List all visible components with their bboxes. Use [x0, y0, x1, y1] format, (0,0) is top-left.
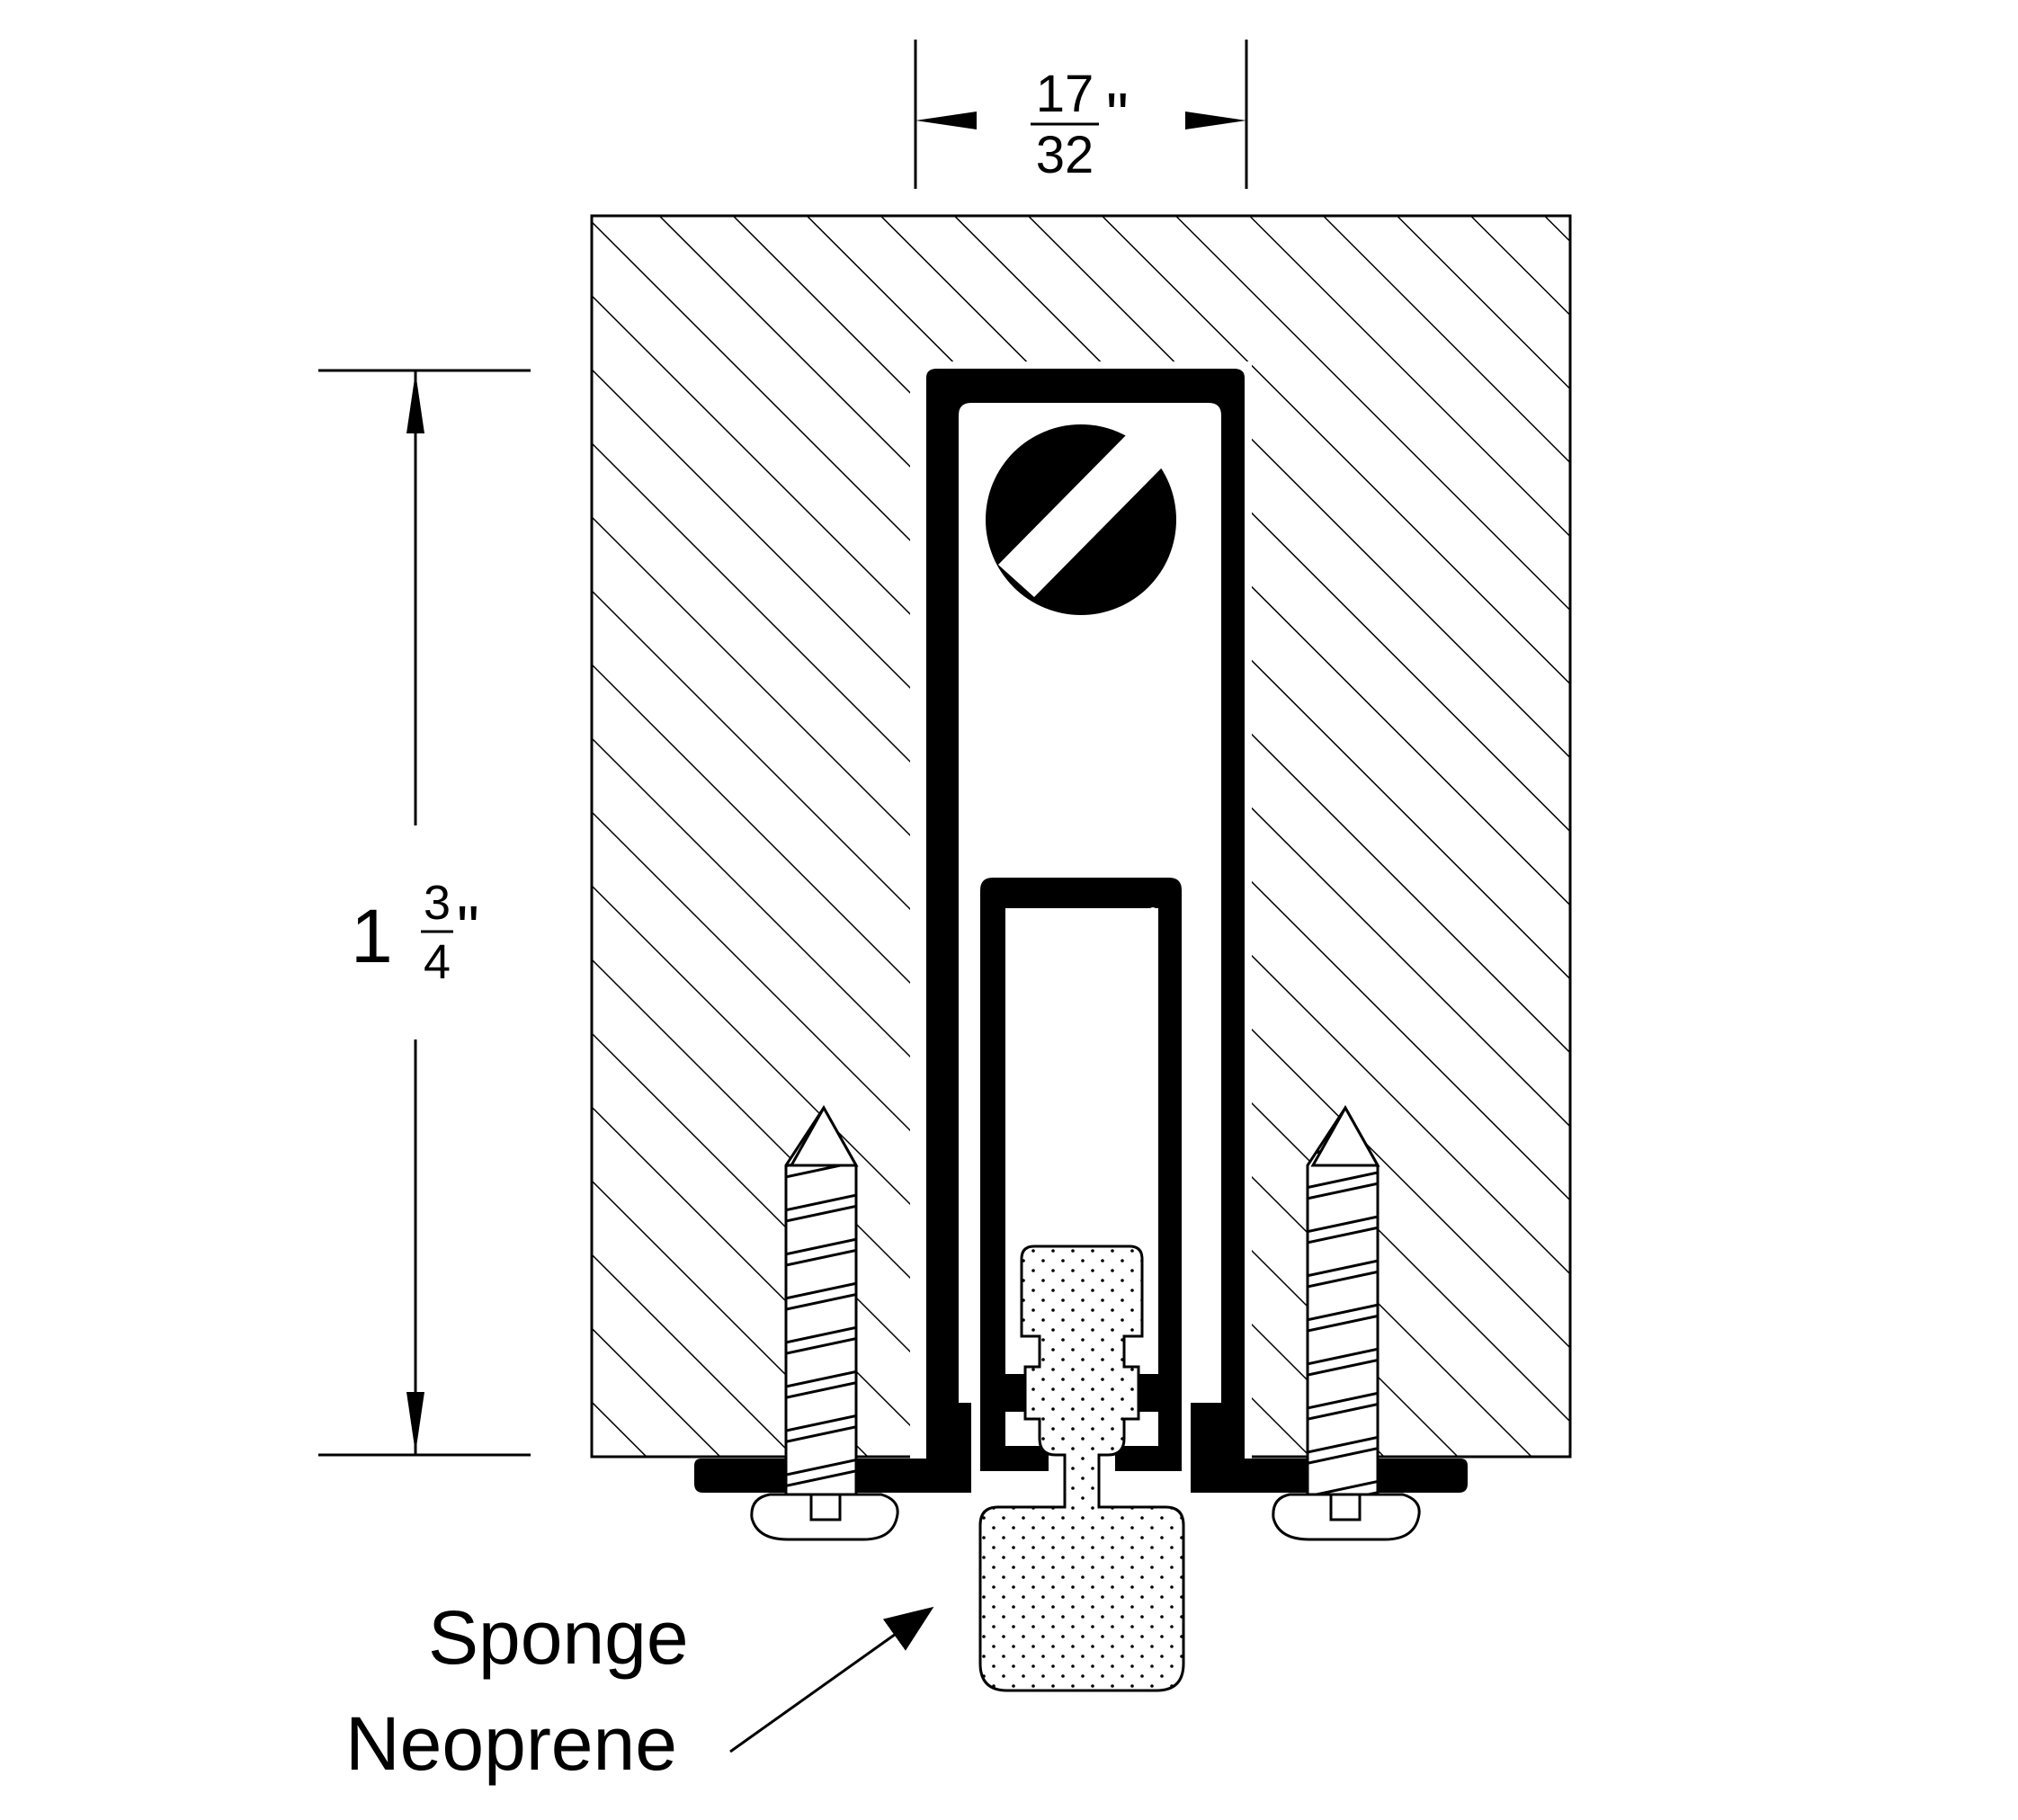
width-denominator: 32: [1036, 126, 1094, 184]
right-screw-slot: [1329, 1494, 1362, 1521]
sponge-neoprene-insert: [978, 1245, 1185, 1692]
inner-carrier-rivet: [1148, 907, 1157, 916]
height-arrow-bottom: [406, 1392, 424, 1453]
callout-line1: Sponge: [428, 1595, 689, 1680]
sponge-neoprene-callout: Sponge Neoprene: [345, 1595, 934, 1786]
callout-line2: Neoprene: [345, 1701, 677, 1786]
left-screw-head: [750, 1493, 899, 1541]
width-numerator: 17: [1036, 65, 1094, 123]
left-mounting-screw: [750, 1104, 899, 1541]
height-numerator: 3: [424, 876, 451, 930]
callout-leader-arrow: [729, 1606, 934, 1753]
adjustment-screw-slot: [998, 432, 1165, 597]
left-screw-slot: [809, 1494, 842, 1521]
width-arrow-left: [915, 112, 977, 129]
height-arrow-top: [406, 372, 424, 433]
height-dimension: 1 3 4 ": [318, 369, 531, 1457]
right-screw-head: [1272, 1493, 1421, 1541]
left-screw-tip: [789, 1104, 859, 1167]
height-unit: ": [457, 893, 479, 963]
right-mounting-screw: [1272, 1104, 1421, 1541]
width-unit: ": [1106, 80, 1129, 150]
height-whole: 1: [351, 894, 393, 978]
inner-carrier: [980, 878, 1182, 1471]
housing-outer-channel: [926, 369, 1245, 1448]
housing-left-leg: [926, 1403, 971, 1493]
adjustment-screw: [986, 424, 1176, 615]
housing-right-leg: [1191, 1403, 1245, 1493]
height-denominator: 4: [424, 935, 451, 989]
inner-carrier-channel: [980, 878, 1182, 1471]
width-arrow-right: [1185, 112, 1246, 129]
width-dimension: 17 32 ": [914, 40, 1248, 189]
right-screw-tip: [1310, 1104, 1380, 1167]
sponge-insert-shape: [978, 1245, 1185, 1692]
